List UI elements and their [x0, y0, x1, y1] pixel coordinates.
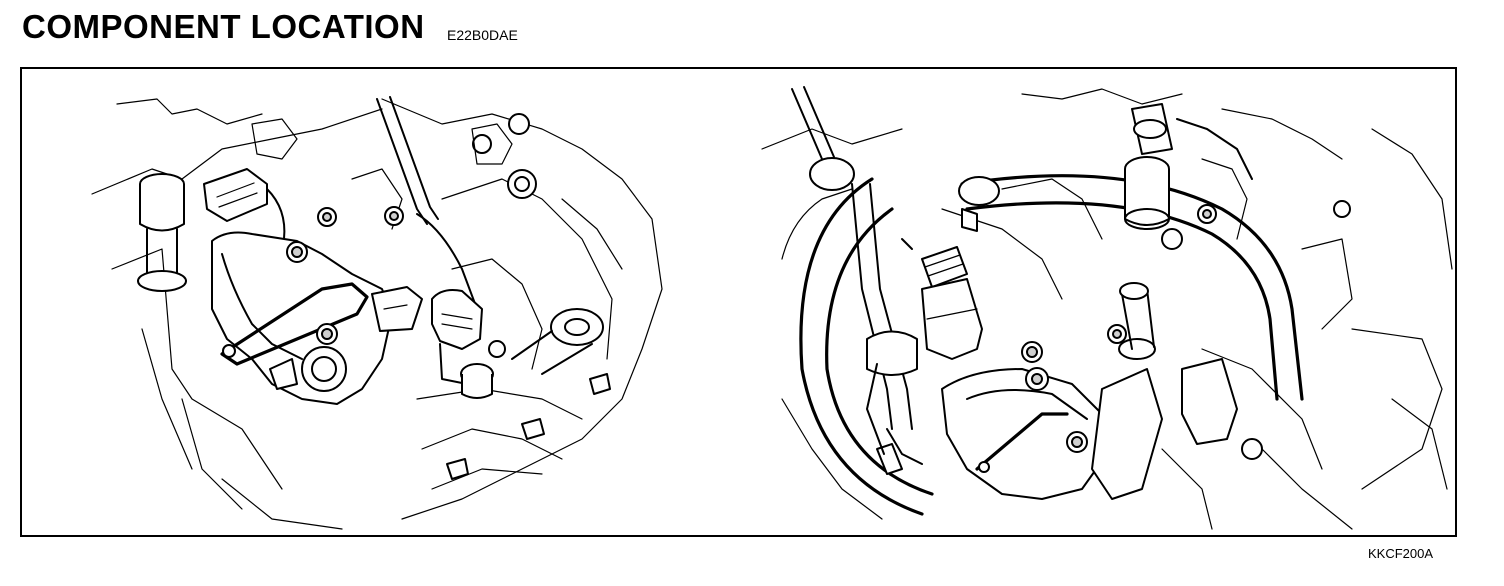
figure-id: KKCF200A [1368, 546, 1434, 561]
right-actuator-cylinder [1091, 282, 1238, 500]
left-sensor-cylinder [460, 308, 604, 399]
document-code: E22B0DAE [447, 27, 518, 43]
right-lower-bracket [866, 200, 1351, 475]
left-top-connector [203, 168, 286, 240]
left-bolts [317, 113, 611, 480]
right-inhibitor-switch [941, 324, 1127, 500]
right-control-cable [791, 86, 923, 465]
left-housing-outline [91, 98, 663, 530]
page-title: COMPONENT LOCATION [22, 8, 425, 45]
right-housing-outline [761, 88, 1453, 530]
left-inhibitor-switch [211, 231, 423, 405]
left-side-connector [431, 289, 483, 385]
component-illustration [20, 67, 1457, 537]
right-hose-loop [799, 174, 1304, 516]
line-drawing-left-view [91, 86, 1453, 530]
right-hose-clamp [901, 176, 1000, 250]
left-dipstick-rod [376, 96, 478, 310]
left-cylinder-post [137, 173, 187, 292]
right-rubber-boot [921, 246, 983, 360]
right-upper-solenoid [1124, 103, 1253, 250]
